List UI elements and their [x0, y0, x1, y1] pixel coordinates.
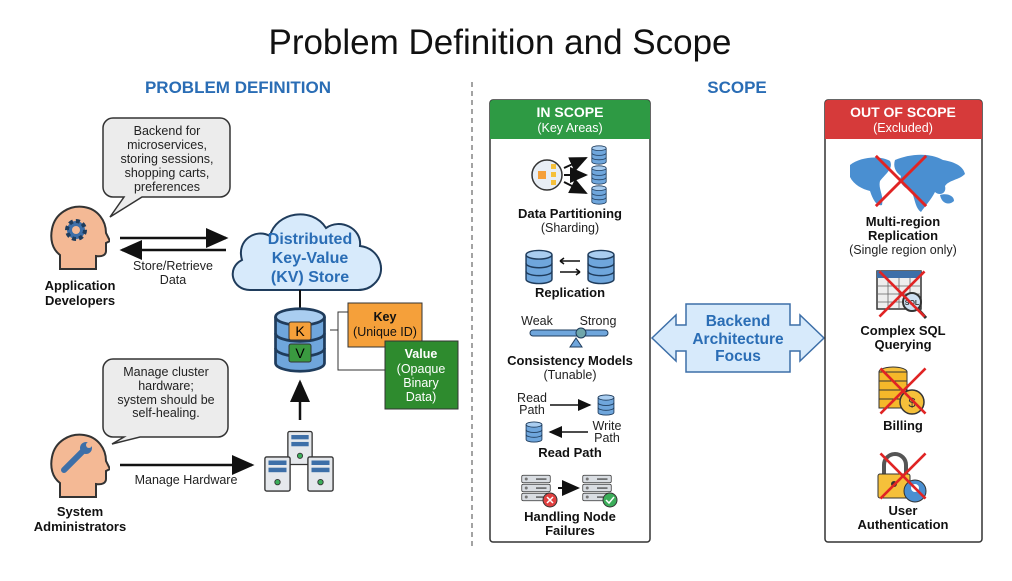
database-icon: K V	[274, 307, 326, 373]
database-icon	[597, 394, 615, 416]
focus-text: Focus	[715, 348, 761, 365]
store-label: Data	[160, 273, 186, 287]
servers-icon	[264, 430, 334, 492]
focus-text: Backend	[706, 313, 771, 330]
partitioning-label: Data Partitioning	[518, 206, 622, 221]
backend-focus-arrow: Backend Architecture Focus	[650, 303, 826, 373]
out-scope-title: OUT OF SCOPE	[850, 104, 956, 120]
problem-heading: PROBLEM DEFINITION	[145, 78, 331, 97]
hardware-label: Manage Hardware	[135, 473, 238, 487]
in-scope-subtitle: (Key Areas)	[537, 121, 602, 135]
multiregion-label: Replication	[868, 228, 938, 243]
failures-label: Handling Node	[524, 509, 616, 524]
failures-label: Failures	[545, 523, 595, 538]
lock-user-icon	[877, 452, 927, 503]
db-letter-v: V	[295, 345, 305, 361]
read-path-small: Read	[517, 391, 547, 405]
dev-label: Developers	[45, 293, 115, 308]
billing-label: Billing	[883, 418, 923, 433]
out-of-scope-panel: OUT OF SCOPE (Excluded) Multi-region Rep…	[824, 99, 983, 543]
bubble-line: shopping carts,	[125, 166, 210, 180]
auth-label: Authentication	[858, 517, 949, 532]
store-label: Store/Retrieve	[133, 259, 213, 273]
sharding-icon	[531, 145, 607, 205]
cloud-icon: Distributed Key-Value (KV) Store	[231, 213, 382, 291]
multiregion-label: Multi-region	[866, 214, 940, 229]
key-box: Key (Unique ID)	[347, 302, 423, 348]
cloud-text: Distributed	[268, 231, 352, 248]
admin-label: System	[57, 504, 103, 519]
world-map-icon	[850, 154, 965, 212]
weak-label: Weak	[521, 314, 553, 328]
out-scope-subtitle: (Excluded)	[873, 121, 933, 135]
admin-speech-bubble: Manage cluster hardware; system should b…	[102, 358, 229, 445]
value-line: Data)	[406, 390, 437, 404]
key-subtitle: (Unique ID)	[353, 325, 417, 339]
multiregion-sublabel: (Single region only)	[849, 243, 957, 257]
dev-label: Application	[45, 278, 116, 293]
sql-label: Querying	[874, 337, 931, 352]
consistency-sublabel: (Tunable)	[543, 368, 596, 382]
bubble-line: system should be	[117, 393, 214, 407]
bubble-line: Manage cluster	[123, 365, 208, 379]
node-failure-icon	[521, 474, 618, 508]
consistency-slider-icon	[529, 327, 609, 348]
svg-text:$: $	[908, 395, 916, 410]
write-path-small: Write	[593, 419, 622, 433]
value-box: Value (Opaque Binary Data)	[384, 340, 459, 410]
bubble-line: microservices,	[127, 138, 207, 152]
consistency-label: Consistency Models	[507, 353, 633, 368]
value-line: Binary	[403, 376, 439, 390]
focus-text: Architecture	[692, 331, 784, 348]
database-icon	[525, 421, 543, 443]
in-scope-panel: IN SCOPE (Key Areas) Data Partitioning (…	[489, 99, 651, 543]
cloud-text: (KV) Store	[271, 269, 349, 286]
bracket-lines	[330, 311, 385, 371]
bubble-line: hardware;	[138, 379, 194, 393]
replication-label: Replication	[535, 285, 605, 300]
read-path-label: Read Path	[538, 445, 602, 460]
bubble-line: storing sessions,	[120, 152, 213, 166]
db-letter-k: K	[295, 323, 305, 339]
strong-label: Strong	[580, 314, 617, 328]
bubble-line: Backend for	[134, 124, 201, 138]
auth-label: User	[889, 503, 918, 518]
scope-heading: SCOPE	[707, 78, 767, 97]
write-path-small: Path	[594, 431, 620, 445]
replication-icon	[525, 249, 615, 285]
page-title: Problem Definition and Scope	[268, 23, 731, 62]
admin-label: Administrators	[34, 519, 126, 534]
partitioning-sublabel: (Sharding)	[541, 221, 599, 235]
read-path-small: Path	[519, 403, 545, 417]
sql-table-icon: SQL	[876, 270, 928, 319]
value-title: Value	[405, 347, 438, 361]
cloud-text: Key-Value	[272, 250, 349, 267]
value-line: (Opaque	[397, 362, 446, 376]
dev-speech-bubble: Backend for microservices, storing sessi…	[102, 117, 231, 218]
bubble-line: self-healing.	[132, 406, 199, 420]
head-wrench-icon	[50, 433, 110, 498]
sql-label: Complex SQL	[860, 323, 945, 338]
key-title: Key	[374, 310, 397, 324]
billing-coins-icon: $	[878, 366, 927, 415]
head-gear-icon	[50, 205, 110, 270]
in-scope-title: IN SCOPE	[537, 104, 604, 120]
bubble-line: preferences	[134, 180, 200, 194]
